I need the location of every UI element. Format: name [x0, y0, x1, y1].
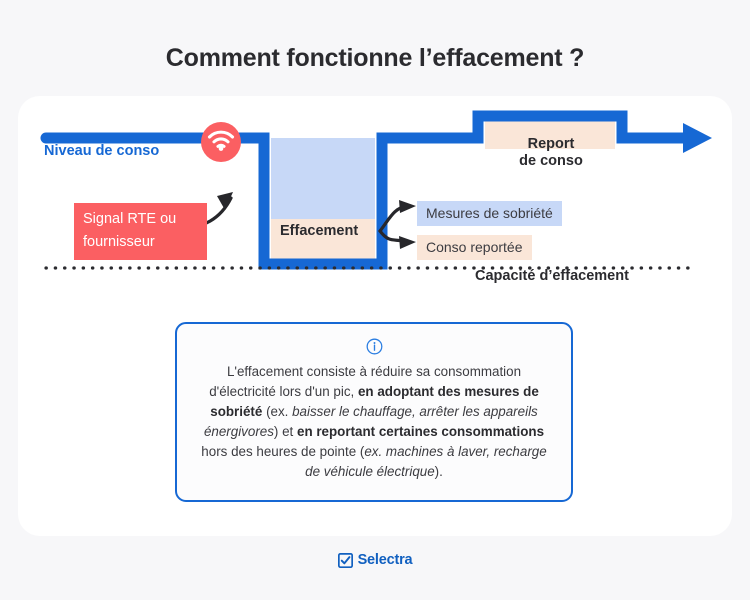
signal-badge: Signal RTE ou fournisseur	[74, 203, 207, 260]
footer-brand: Selectra	[0, 552, 750, 568]
dip-fill-upper	[271, 138, 375, 219]
reportee-arrowhead-icon	[399, 236, 416, 249]
checkbox-checked-icon	[337, 552, 353, 568]
capacity-label: Capacité d’effacement	[475, 268, 629, 284]
diagram-svg	[40, 110, 712, 270]
wifi-signal-icon	[201, 122, 241, 162]
baseline-label: Niveau de conso	[44, 143, 160, 159]
info-circle-icon	[366, 338, 382, 355]
line-arrowhead-icon	[683, 123, 712, 153]
info-text-segment-0: L'effacement consiste à réduire sa conso…	[209, 364, 522, 399]
info-text-segment-7: ex. machines à laver, recharge de véhicu…	[305, 444, 547, 479]
signal-arrowhead-icon	[217, 192, 233, 210]
dip-label: Effacement	[280, 223, 359, 239]
infographic-card: Niveau de conso Signal RTE ou fournisseu…	[18, 96, 732, 536]
peak-label-line-2: de conso	[519, 153, 583, 169]
info-text-segment-1: en adoptant des mesures de sobriété	[210, 384, 539, 419]
info-text-segment-5: en reportant certaines consommations	[297, 424, 545, 439]
wifi-dot-icon	[218, 146, 224, 151]
info-box: L'effacement consiste à réduire sa conso…	[175, 322, 573, 502]
info-text-segment-8: ).	[434, 464, 443, 479]
consumption-step-line	[46, 110, 690, 270]
info-text-segment-6: hors des heures de pointe (	[201, 444, 365, 459]
sobriete-arrowhead-icon	[399, 200, 416, 213]
info-text-segment-2: (ex.	[262, 404, 293, 419]
peak-label: Report de conso	[499, 136, 603, 170]
effacement-diagram: Niveau de conso Signal RTE ou fournisseu…	[18, 96, 732, 306]
info-text-segment-4: ) et	[273, 424, 297, 439]
peak-label-line-1: Report	[527, 136, 575, 152]
page-title: Comment fonctionne l’effacement ?	[165, 44, 585, 72]
callout-conso-reportee: Conso reportée	[417, 235, 532, 260]
info-box-text: L'effacement consiste à réduire sa conso…	[195, 362, 553, 482]
callout-mesures-de-sobriete: Mesures de sobriété	[417, 201, 562, 226]
dip-fill-lower	[271, 219, 375, 265]
info-text-segment-3: baisser le chauffage, arrêter les appare…	[203, 404, 538, 439]
line-left-cap	[40, 132, 52, 144]
footer-brand-label: Selectra	[357, 552, 413, 568]
